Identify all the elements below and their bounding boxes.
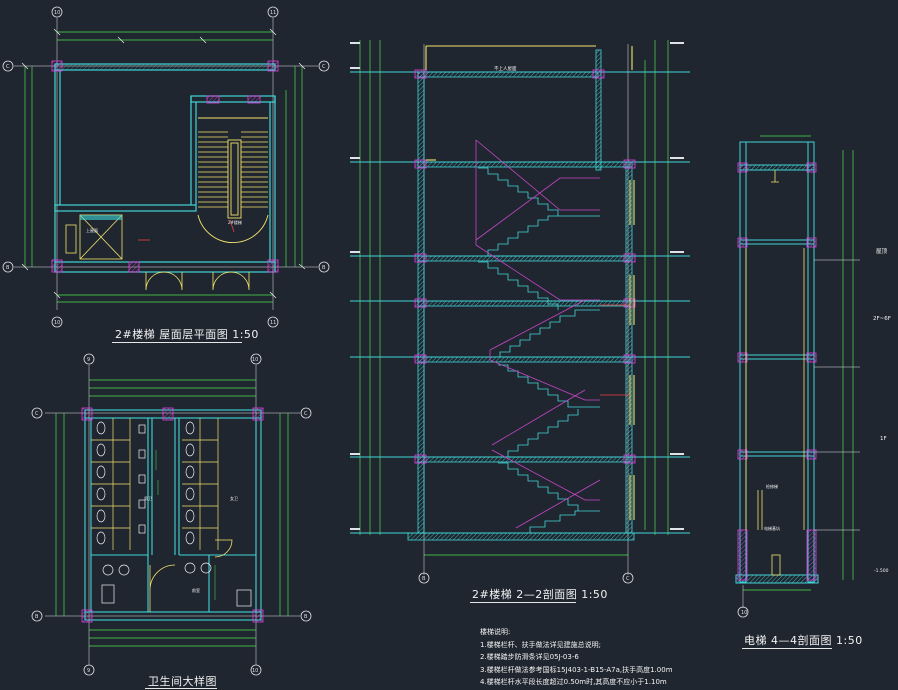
roof-axis-bottom-2: 11 — [270, 320, 276, 326]
roof-axis-top-2: 11 — [270, 10, 276, 16]
roof-axis-right-1: C — [322, 64, 326, 70]
toilet-plan-drawing — [31, 353, 312, 676]
stair-note-3: 3.楼梯栏杆做法参考国标15J403-1-B15-A7a,扶手高度1.00m — [480, 665, 673, 674]
section44-axis: 10 — [741, 610, 747, 616]
section-4-4-drawing — [735, 135, 860, 618]
title-roof-plan-text: 2#楼梯 屋面层平面图 — [115, 328, 229, 341]
title-toilet-text: 卫生间大样图 — [148, 675, 217, 688]
toilet-axis-bottom-2: 10 — [252, 668, 258, 674]
section44-level-1f: 1F — [880, 436, 887, 442]
section22-axis-c: C — [626, 576, 630, 582]
title-section-4-4-text: 电梯 4—4剖面图 — [744, 634, 832, 647]
roof-label-2: 2#楼梯 — [228, 219, 242, 225]
toilet-label-men: 男卫 — [144, 496, 152, 501]
toilet-axis-right-1: C — [304, 411, 308, 417]
stair-note-4: 4.楼梯栏杆水平段长度超过0.50m时,其高度不应小于1.10m — [480, 678, 667, 686]
title-toilet: 卫生间大样图 — [148, 673, 217, 689]
title-toilet-underline — [145, 688, 217, 689]
toilet-label-women: 女卫 — [230, 495, 238, 501]
section44-level-pit: -1.500 — [874, 568, 889, 574]
toilet-axis-top-2: 10 — [252, 357, 258, 363]
section44-level-roof: 屋顶 — [876, 248, 888, 255]
roof-axis-right-2: B — [322, 265, 326, 271]
section22-roof-label: 不上人屋面 — [494, 65, 517, 72]
section-2-2-drawing — [350, 40, 690, 584]
roof-axis-left-1: C — [6, 64, 10, 70]
section44-pit-label: 电梯基坑 — [764, 525, 780, 531]
title-section-4-4: 电梯 4—4剖面图 1:50 — [744, 632, 863, 648]
stair-note-2: 2.楼梯踏步防滑条详见05J-03-6 — [480, 653, 579, 661]
title-section-4-4-scale: 1:50 — [836, 634, 863, 647]
title-section-2-2-scale: 1:50 — [581, 588, 608, 601]
roof-label-1: 上屋面 — [86, 227, 98, 233]
toilet-label-lobby: 前室 — [192, 587, 200, 593]
stair-notes-heading: 楼梯说明: — [480, 628, 511, 636]
section22-axis-b: B — [422, 576, 426, 582]
roof-plan-drawing — [2, 6, 330, 328]
stair-note-1: 1.楼梯栏杆、扶手做法详见建施总说明; — [480, 640, 602, 649]
title-roof-plan-scale: 1:50 — [232, 328, 259, 341]
title-section-2-2-underline — [470, 602, 576, 603]
roof-axis-left-2: B — [6, 265, 10, 271]
toilet-axis-bottom-1: 9 — [87, 668, 90, 674]
toilet-axis-left-1: C — [35, 411, 39, 417]
stair-notes: 楼梯说明: 1.楼梯栏杆、扶手做法详见建施总说明; 2.楼梯踏步防滑条详见05J… — [480, 626, 673, 689]
title-section-4-4-underline — [742, 648, 832, 649]
roof-axis-top-1: 10 — [54, 10, 60, 16]
section44-level-2f6f: 2F~6F — [873, 316, 891, 322]
roof-axis-bottom-1: 10 — [54, 320, 60, 326]
title-section-2-2-text: 2#楼梯 2—2剖面图 — [472, 588, 578, 601]
toilet-axis-top-1: 9 — [87, 357, 90, 363]
toilet-axis-right-2: B — [304, 614, 308, 620]
section44-ladder: 检修梯 — [766, 483, 778, 489]
title-roof-plan-underline — [112, 342, 242, 343]
toilet-axis-left-2: B — [35, 614, 39, 620]
